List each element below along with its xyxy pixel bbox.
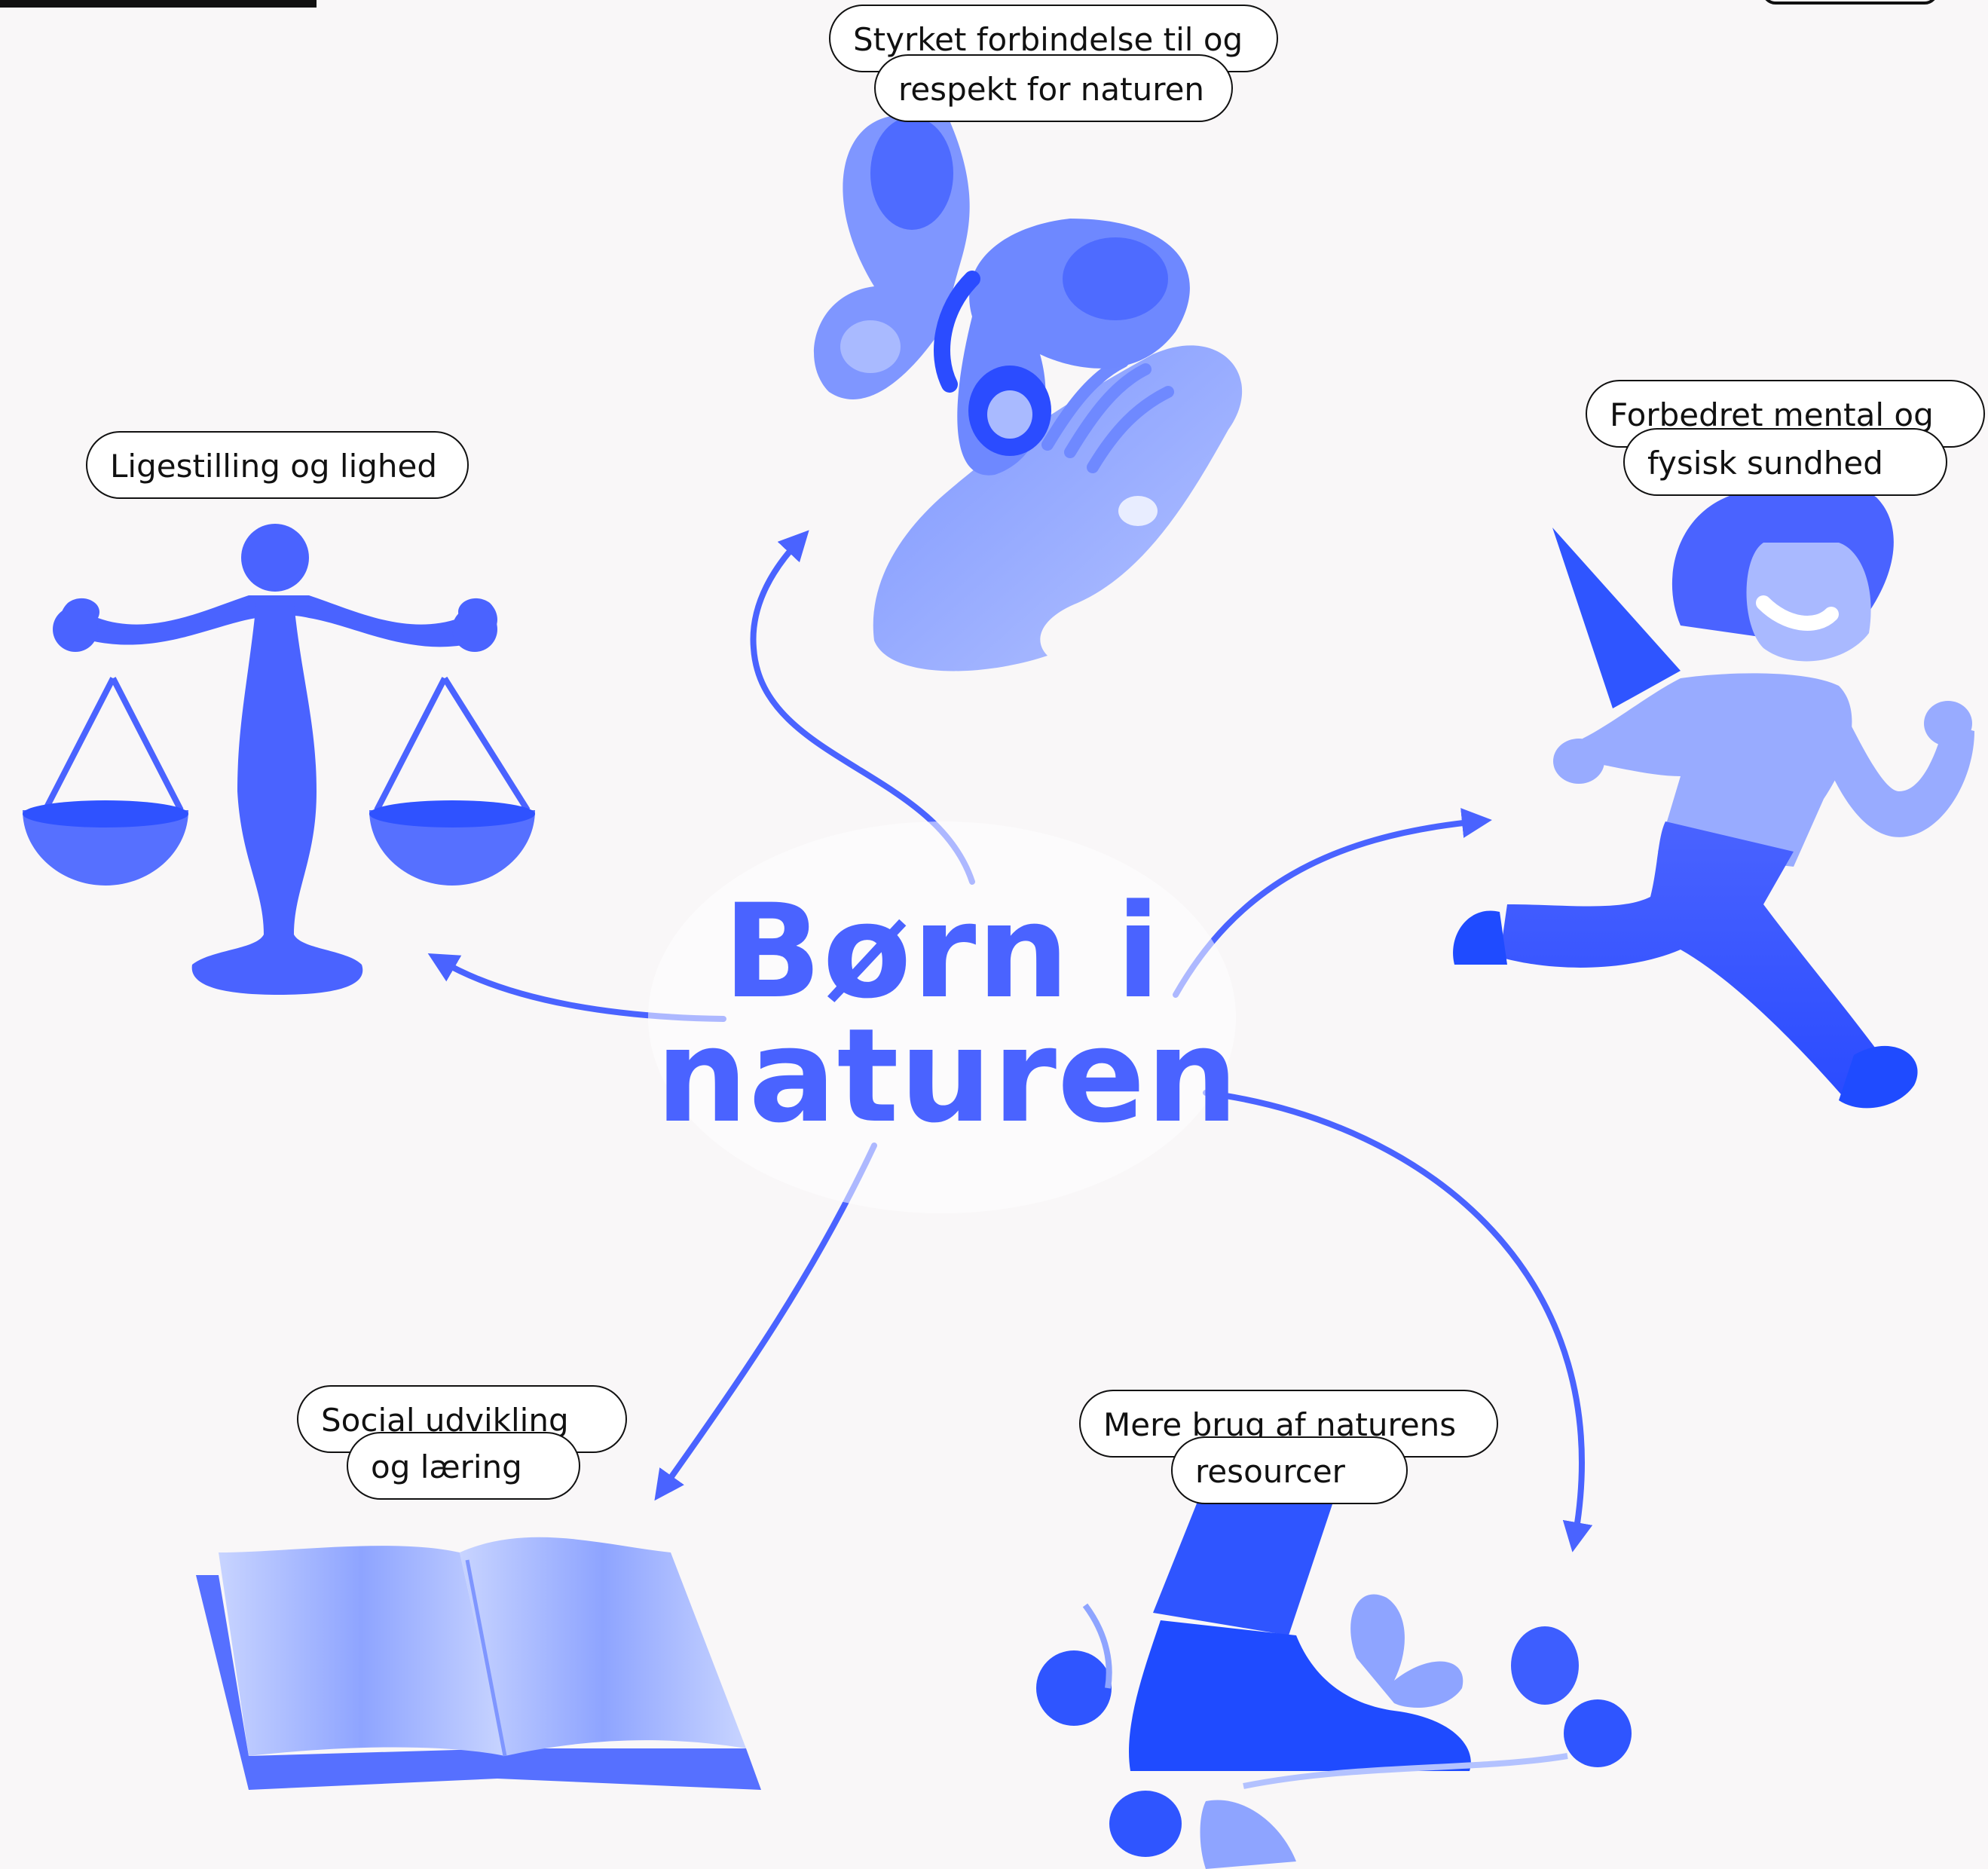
label-social-line-1: Social udvikling	[297, 1385, 627, 1453]
diagram-title: Børn i naturen	[656, 876, 1240, 1152]
arrow-to-resources	[1203, 1090, 1593, 1552]
title-line-2: naturen	[656, 1000, 1240, 1152]
arrow-to-nature	[750, 530, 975, 885]
label-nature-line-2: respekt for naturen	[874, 54, 1233, 122]
label-equality-line-1: Ligestilling og lighed	[86, 431, 469, 499]
label-resources-line-2: resourcer	[1171, 1436, 1408, 1504]
open-book-icon	[196, 1537, 761, 1790]
butterfly-hand-icon	[814, 115, 1243, 671]
scales-icon	[23, 524, 535, 995]
label-health-line-2: fysisk sundhed	[1623, 428, 1947, 496]
title-line-1: Børn i	[723, 876, 1161, 1027]
foot-flowers-icon	[1036, 1500, 1632, 1869]
corner-button-fragment	[1765, 0, 1935, 5]
corner-logo-fragment	[0, 0, 317, 8]
label-social-line-2: og læring	[347, 1432, 580, 1500]
running-girl-icon	[1453, 482, 1974, 1109]
